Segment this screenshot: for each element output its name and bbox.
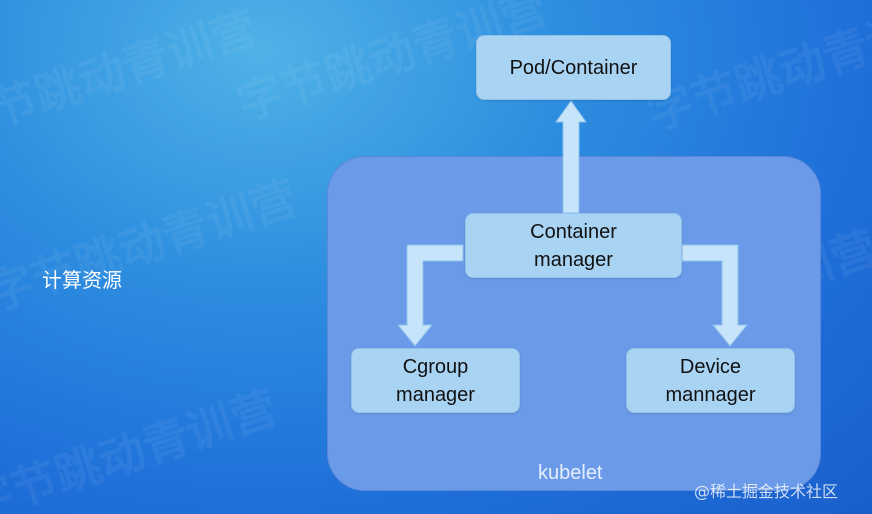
node-label-line-2: manager — [396, 383, 475, 406]
container-manager-node: Container manager — [465, 213, 682, 278]
arrow-to-cgroup-manager — [396, 244, 464, 347]
node-label: Pod/Container — [509, 56, 638, 79]
cgroup-manager-node: Cgroup manager — [351, 348, 520, 413]
node-label-line-1: Container — [530, 220, 617, 243]
arrow-to-pod-container — [555, 100, 587, 214]
arrow-to-device-manager — [681, 244, 749, 347]
node-label-line-1: Cgroup — [402, 355, 469, 378]
node-label-line-1: Device — [679, 355, 742, 378]
node-label-line-2: mannager — [665, 383, 756, 406]
footer-credit: @稀土掘金技术社区 — [694, 482, 839, 501]
kubelet-label: kubelet — [538, 462, 603, 484]
section-title: 计算资源 — [42, 268, 122, 292]
node-label-line-2: manager — [534, 248, 613, 271]
pod-container-node: Pod/Container — [476, 35, 671, 100]
device-manager-node: Device mannager — [626, 348, 795, 413]
